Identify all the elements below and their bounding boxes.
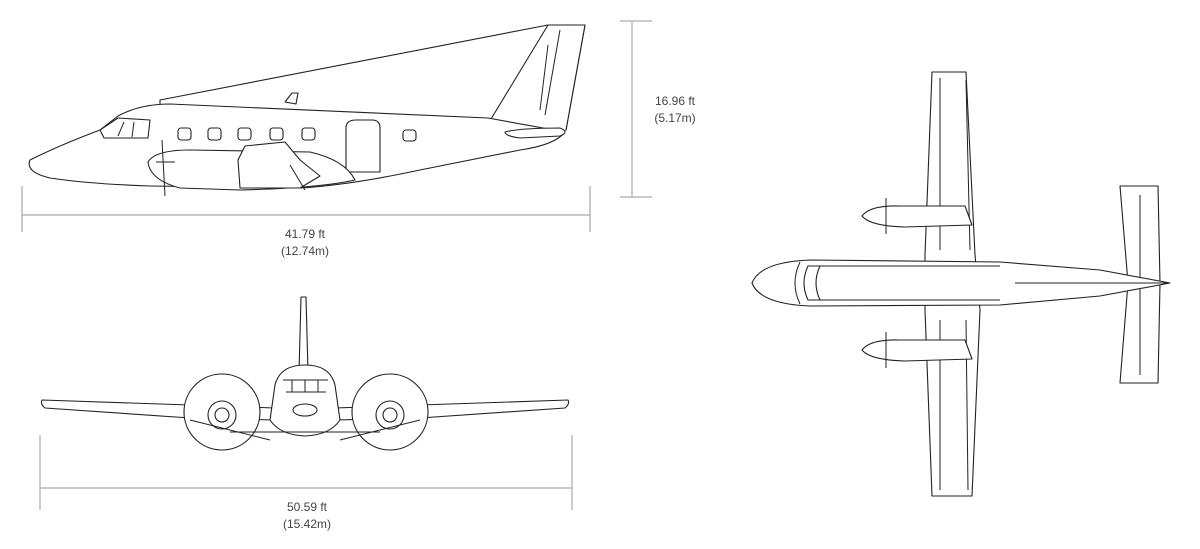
height-ft: 16.96 ft [654,94,696,108]
wingspan-dimension-label: 50.59 ft (15.42m) [272,499,342,533]
length-ft: 41.79 ft [284,227,326,241]
height-m: (5.17m) [654,111,696,125]
length-dimension-label: 41.79 ft (12.74m) [270,226,340,260]
side-view [28,24,586,197]
front-view [40,296,570,451]
height-dimension-label: 16.96 ft (5.17m) [640,93,710,127]
top-view [751,71,1171,497]
cabin-windows [177,127,417,142]
length-m: (12.74m) [280,244,330,258]
wingspan-ft: 50.59 ft [286,500,328,514]
wingspan-m: (15.42m) [282,517,332,531]
